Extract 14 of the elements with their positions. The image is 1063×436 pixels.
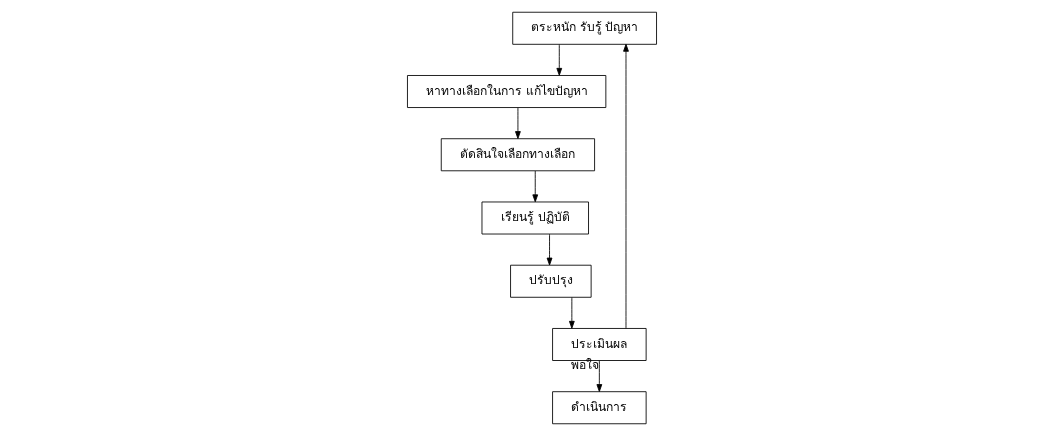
arrow	[555, 44, 562, 76]
node-box: เรียนรู้ ปฏิบัติ	[481, 201, 589, 235]
edge-label: พอใจ	[570, 358, 599, 373]
arrow	[622, 43, 629, 329]
node-box: ดำเนินการ	[551, 391, 647, 425]
arrow	[596, 360, 602, 392]
node-box: ปรับปรุง	[509, 264, 592, 298]
arrow	[531, 170, 538, 203]
node-box: ตัดสินใจเลือกทางเลือก	[440, 138, 595, 172]
node-box: ตระหนัก รับรู้ ปัญหา	[511, 11, 657, 45]
arrow	[546, 233, 552, 266]
arrow	[568, 297, 575, 329]
node-box: หาทางเลือกในการ แก้ไขปัญหา	[406, 75, 606, 108]
arrow	[514, 107, 521, 139]
